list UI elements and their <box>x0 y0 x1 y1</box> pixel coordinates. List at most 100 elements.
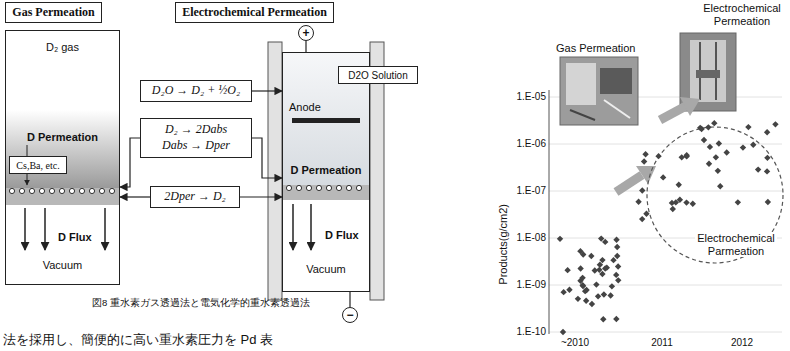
gas-cell: D₂ gasD PermeationD FluxVacuumCs,Ba, etc… <box>5 30 120 285</box>
data-point <box>615 263 621 269</box>
figure-caption: 図8 重水素ガス透過法と電気化学的重水素透過法 <box>92 297 310 310</box>
cell-label: D Flux <box>325 229 359 241</box>
data-point <box>557 120 779 335</box>
data-point <box>764 129 770 135</box>
additive-layer-box: Cs,Ba, etc. <box>9 156 67 174</box>
connector <box>120 196 150 197</box>
data-point <box>642 151 648 157</box>
data-point <box>580 251 586 257</box>
reaction-box: 2Dper → D₂ <box>150 186 240 208</box>
highlight-circle <box>647 127 783 263</box>
data-point <box>643 211 649 217</box>
data-point <box>614 244 620 250</box>
data-point <box>673 199 679 205</box>
node-label: + <box>302 27 309 39</box>
data-point <box>566 287 572 293</box>
data-point <box>713 154 719 160</box>
node-label: Dabs → Dper <box>162 138 230 154</box>
chart-axes <box>549 90 550 334</box>
data-point <box>772 121 778 127</box>
data-point <box>589 301 595 307</box>
axis-tick: ~2010 <box>550 337 600 349</box>
data-point <box>639 216 645 222</box>
data-point <box>698 126 704 132</box>
region-label: Electrochemical Parmeation <box>695 232 777 257</box>
apparatus-photo <box>690 40 726 102</box>
node-label: D₂ → 2Dabs <box>165 122 227 138</box>
axis-tick: 2012 <box>717 337 767 349</box>
electrochemical-cell-drawing <box>292 118 360 123</box>
chart-axes <box>549 332 782 333</box>
connector <box>349 292 350 307</box>
electrochemical-cell-drawing <box>310 204 312 250</box>
data-point <box>715 168 721 174</box>
data-point <box>596 267 602 273</box>
connector <box>252 90 282 91</box>
data-point <box>609 283 615 289</box>
data-point <box>683 152 689 158</box>
electrochemical-cell-drawing <box>268 42 282 300</box>
data-point <box>560 329 566 335</box>
data-point <box>604 264 610 270</box>
data-point <box>690 200 696 206</box>
data-point <box>765 199 771 205</box>
trend-arrow <box>660 106 686 120</box>
electrode-terminal: + <box>298 25 314 41</box>
data-point <box>740 144 746 150</box>
data-point <box>577 265 583 271</box>
cell-label: D Flux <box>58 231 92 243</box>
cell-label: Vacuum <box>6 259 119 271</box>
reaction-box: D₂ → 2DabsDabs → Dper <box>140 118 252 158</box>
data-point <box>588 253 594 259</box>
membrane-dot <box>296 185 301 190</box>
data-point <box>701 137 707 143</box>
node-label: 2Dper → D₂ <box>164 189 226 205</box>
membrane-dot <box>336 185 341 190</box>
membrane-dot <box>19 188 24 193</box>
membrane-dot <box>79 188 84 193</box>
apparatus-photo <box>560 57 638 125</box>
connector <box>120 138 140 187</box>
membrane-dot <box>346 185 351 190</box>
membrane-dot <box>109 188 114 193</box>
data-point <box>676 182 682 188</box>
trend-arrow <box>636 166 656 184</box>
data-point <box>614 253 620 259</box>
data-point <box>613 316 619 322</box>
chart-axes <box>549 90 782 334</box>
node-label: Gas Permeation <box>12 5 94 20</box>
solution-box: D2O Solution <box>338 66 418 84</box>
data-point <box>560 289 566 295</box>
membrane-dot <box>59 188 64 193</box>
data-point <box>597 262 603 268</box>
data-point <box>583 298 589 304</box>
node-label: − <box>346 309 353 321</box>
node-label: Electrochemical Permeation <box>182 5 327 20</box>
gas-cell-drawing <box>9 188 114 193</box>
chart-axes <box>549 144 782 145</box>
apparatus-photo <box>696 70 720 78</box>
gas-cell-drawing <box>24 208 26 250</box>
data-point <box>641 158 647 164</box>
membrane-dot <box>99 188 104 193</box>
membrane-dot <box>49 188 54 193</box>
data-point <box>711 120 717 126</box>
data-point <box>735 199 741 205</box>
data-point <box>613 272 619 278</box>
data-point <box>639 187 645 193</box>
data-point <box>655 153 661 159</box>
apparatus-photo <box>570 110 595 120</box>
gas-cell-drawing <box>104 208 106 250</box>
body-text: 法を採用し、簡便的に高い重水素圧力を Pd 表 <box>3 333 273 348</box>
cell-label: Vacuum <box>283 263 369 275</box>
axis-tick: 2011 <box>637 337 687 349</box>
connector <box>252 138 282 178</box>
connector <box>305 41 306 52</box>
apparatus-photo <box>566 63 596 105</box>
axis-tick: 1.E-05 <box>500 91 546 103</box>
membrane-dot <box>89 188 94 193</box>
data-point <box>607 292 613 298</box>
axis-tick: 1.E-10 <box>500 326 546 338</box>
node-label: Cs,Ba, etc. <box>16 160 59 171</box>
gas-cell-drawing <box>6 188 119 205</box>
